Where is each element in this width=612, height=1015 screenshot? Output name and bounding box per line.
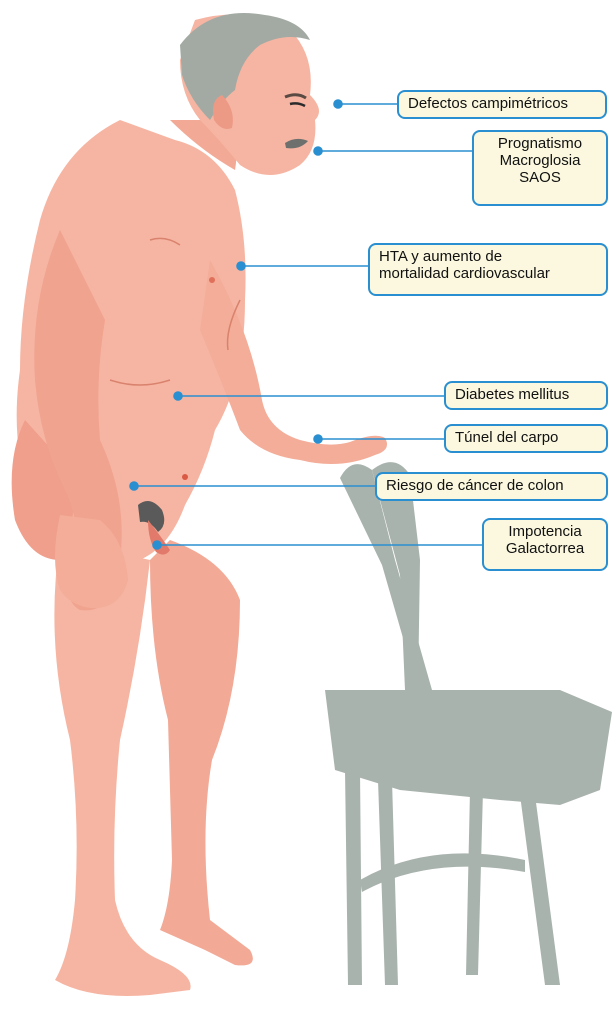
man-figure xyxy=(12,13,387,996)
label-line: HTA y aumento de xyxy=(379,248,597,265)
chair-leg-back-right xyxy=(520,795,560,985)
label-impotencia: Impotencia Galactorrea xyxy=(482,518,608,571)
label-diabetes: Diabetes mellitus xyxy=(444,381,608,410)
label-line: Túnel del carpo xyxy=(455,429,597,446)
nipple xyxy=(209,277,215,283)
label-line: Macroglosia xyxy=(483,152,597,169)
label-line: Diabetes mellitus xyxy=(455,386,597,403)
label-line: Riesgo de cáncer de colon xyxy=(386,477,597,494)
connector-dot xyxy=(130,482,138,490)
label-line: Galactorrea xyxy=(493,540,597,557)
label-hta: HTA y aumento de mortalidad cardiovascul… xyxy=(368,243,608,296)
chair-leg-back-left xyxy=(466,790,483,975)
label-carpo: Túnel del carpo xyxy=(444,424,608,453)
label-line: Impotencia xyxy=(493,523,597,540)
label-line: Prognatismo xyxy=(483,135,597,152)
navel xyxy=(182,474,188,480)
connector-dot xyxy=(314,435,322,443)
connector-dot xyxy=(153,541,161,549)
label-line: Defectos campimétricos xyxy=(408,95,596,112)
chair-seat xyxy=(325,690,612,805)
label-campimetricos: Defectos campimétricos xyxy=(397,90,607,119)
label-colon: Riesgo de cáncer de colon xyxy=(375,472,608,501)
connector-dot xyxy=(334,100,342,108)
connector-dot xyxy=(237,262,245,270)
leg-back xyxy=(150,540,253,965)
label-line: mortalidad cardiovascular xyxy=(379,265,597,282)
label-line: SAOS xyxy=(483,169,597,186)
chair-leg-front-left xyxy=(345,770,362,985)
connector-dot xyxy=(314,147,322,155)
connector-dot xyxy=(174,392,182,400)
label-prognatismo: Prognatismo Macroglosia SAOS xyxy=(472,130,608,206)
